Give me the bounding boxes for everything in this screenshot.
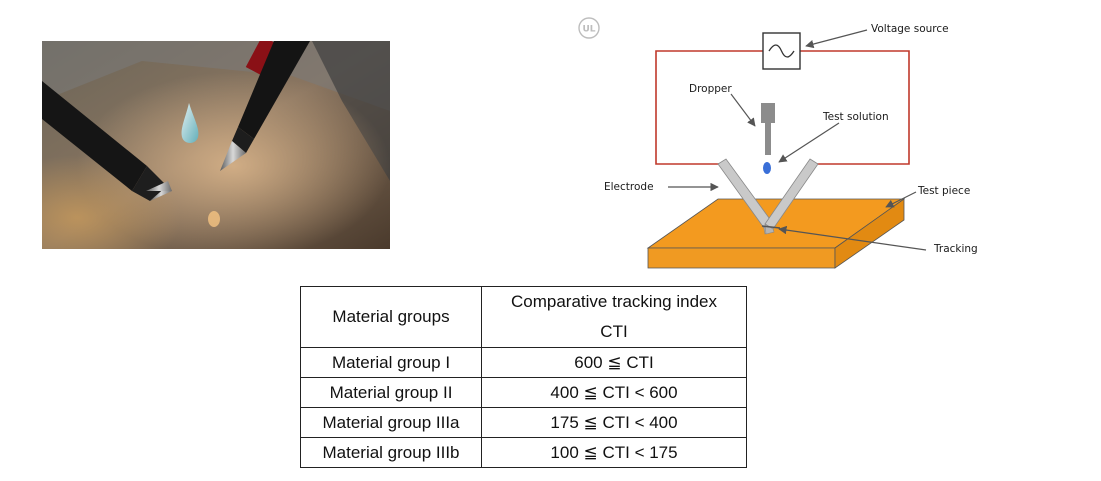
test-piece	[646, 198, 906, 269]
label-test-piece: Test piece	[917, 185, 970, 197]
table-row: Material group IIIa 175 ≦ CTI < 400	[300, 407, 747, 438]
label-voltage-source: Voltage source	[871, 23, 949, 35]
cti-test-diagram: UL Voltage source Droppe	[578, 17, 978, 269]
cti-range-cell: 100 ≦ CTI < 175	[481, 437, 747, 468]
label-arrows	[668, 29, 927, 251]
cti-range-cell: 175 ≦ CTI < 400	[481, 407, 747, 438]
tracking-path	[761, 225, 781, 229]
header-material-groups: Material groups	[300, 286, 482, 348]
voltage-source-icon	[762, 32, 801, 70]
cti-range-cell: 600 ≦ CTI	[481, 347, 747, 378]
cti-range-cell: 400 ≦ CTI < 600	[481, 377, 747, 408]
material-group-cell: Material group IIIb	[300, 437, 482, 468]
table-row: Material group I 600 ≦ CTI	[300, 347, 747, 378]
label-tracking: Tracking	[933, 243, 978, 255]
electrode-pair	[717, 158, 819, 235]
ul-logo-text: UL	[582, 25, 595, 35]
label-dropper: Dropper	[689, 83, 732, 95]
header-cti: Comparative tracking index CTI	[481, 286, 747, 348]
test-solution-droplet	[763, 162, 771, 174]
electrode-photo	[42, 41, 390, 249]
circuit-wire	[655, 50, 910, 165]
material-group-cell: Material group II	[300, 377, 482, 408]
label-electrode: Electrode	[604, 181, 654, 193]
material-group-cell: Material group IIIa	[300, 407, 482, 438]
table-row: Material group IIIb 100 ≦ CTI < 175	[300, 437, 747, 468]
header-cti-line1: Comparative tracking index	[511, 292, 717, 311]
cti-table: Material groups Comparative tracking ind…	[300, 286, 747, 468]
label-test-solution: Test solution	[822, 111, 889, 123]
table-header-row: Material groups Comparative tracking ind…	[300, 286, 747, 348]
material-group-cell: Material group I	[300, 347, 482, 378]
dropper-icon	[761, 103, 775, 155]
table-row: Material group II 400 ≦ CTI < 600	[300, 377, 747, 408]
header-cti-line2: CTI	[600, 322, 628, 341]
ul-logo-icon: UL	[578, 17, 600, 39]
